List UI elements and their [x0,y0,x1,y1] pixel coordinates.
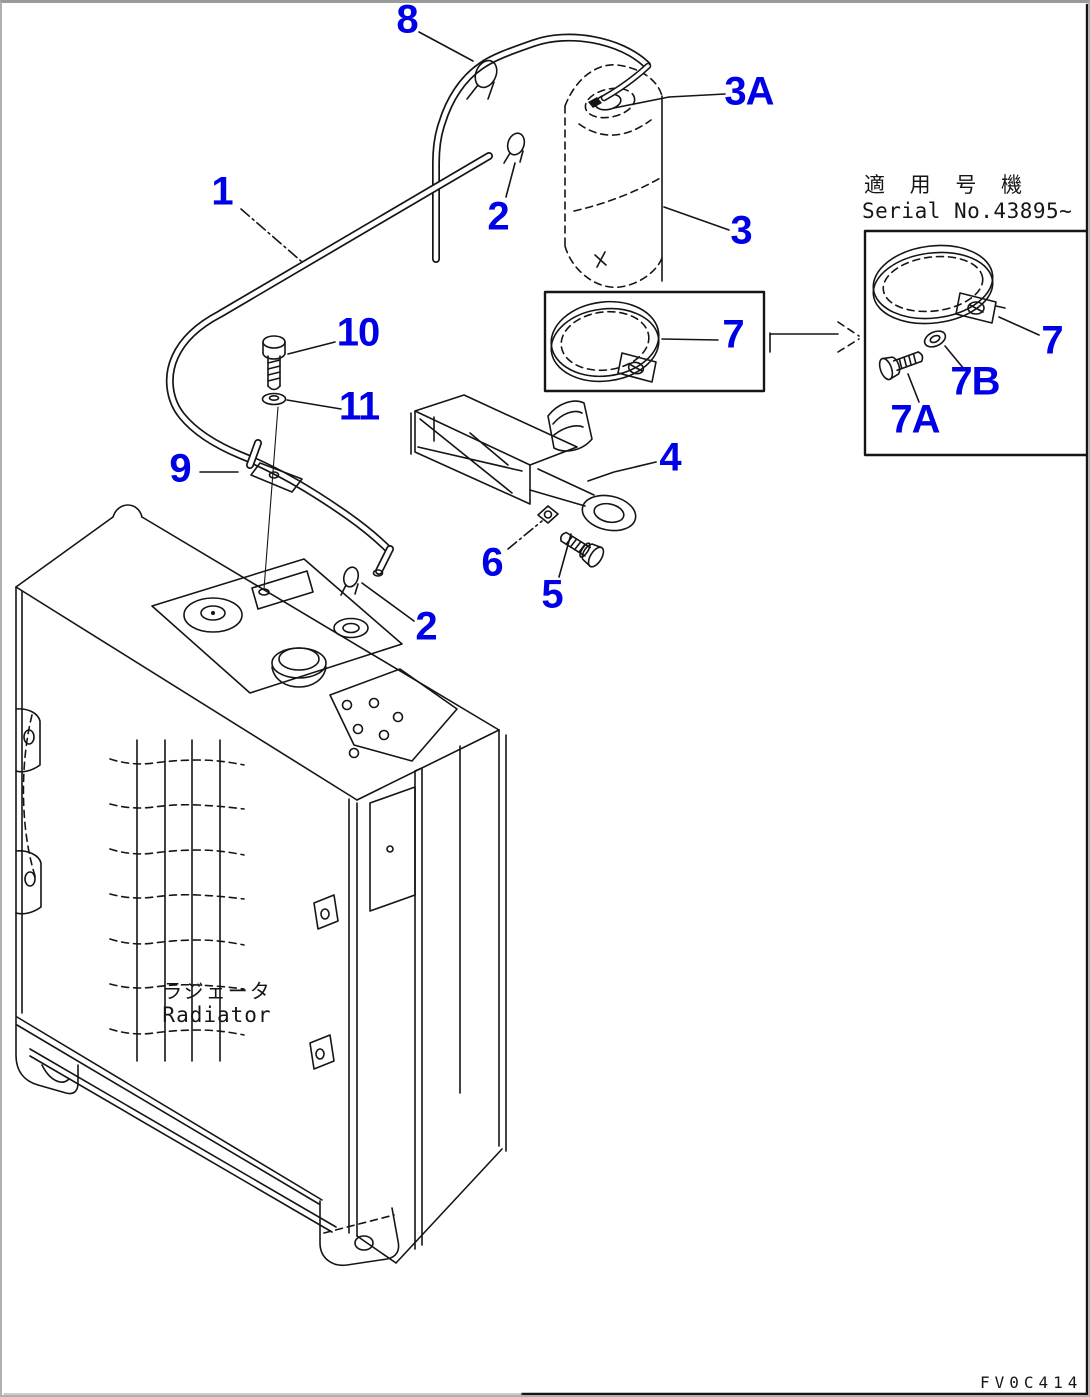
tube-clip-8 [466,59,498,100]
callout-4: 4 [659,435,681,480]
radiator-label-jp: ラジェータ [162,979,272,1003]
sheet-border [3,3,1088,1395]
overflow-tube-1 [165,152,493,577]
callout-5: 5 [541,572,563,617]
tube-clip-2-lower [340,566,360,596]
callout-6: 6 [481,540,503,585]
washer-11 [261,392,287,406]
tube-clamp-9 [246,406,303,596]
diagram-line-art [3,3,1088,1395]
washer-6 [537,505,559,524]
tank-cap [584,62,670,119]
callout-9: 9 [169,446,191,491]
callout-3a: 3A [724,69,774,114]
callout-2-lower: 2 [415,604,437,649]
callout-7b: 7B [950,359,1000,404]
bolt-10 [262,335,286,391]
overflow-tube-upper [432,33,651,263]
tube-clip-2-upper [503,132,526,164]
callout-10: 10 [336,310,380,355]
bracket-4 [410,394,637,532]
callout-7a: 7A [890,397,940,442]
arrow-to-serial-box [769,321,860,353]
callout-3: 3 [730,208,752,253]
callout-1: 1 [211,169,233,214]
hose-clamp-box [543,290,766,393]
radiator-top-plate [151,558,403,694]
radiator-body [15,504,507,1267]
bolt-7a [878,351,924,381]
serial-note-jp: 適 用 号 機 [864,173,1032,197]
serial-box [863,229,1088,457]
washer-7b [923,330,947,348]
callout-7-box: 7 [722,312,744,357]
serial-note-en: Serial No.43895~ [862,199,1073,223]
radiator-label-en: Radiator [162,1003,272,1027]
leader-lines [199,31,1040,622]
reserve-tank [564,64,663,289]
callout-7-serial: 7 [1041,318,1063,363]
callout-11: 11 [338,384,380,429]
drawing-code: FV0C414 [980,1373,1083,1392]
callout-8: 8 [396,0,418,42]
callout-2-upper: 2 [487,194,509,239]
